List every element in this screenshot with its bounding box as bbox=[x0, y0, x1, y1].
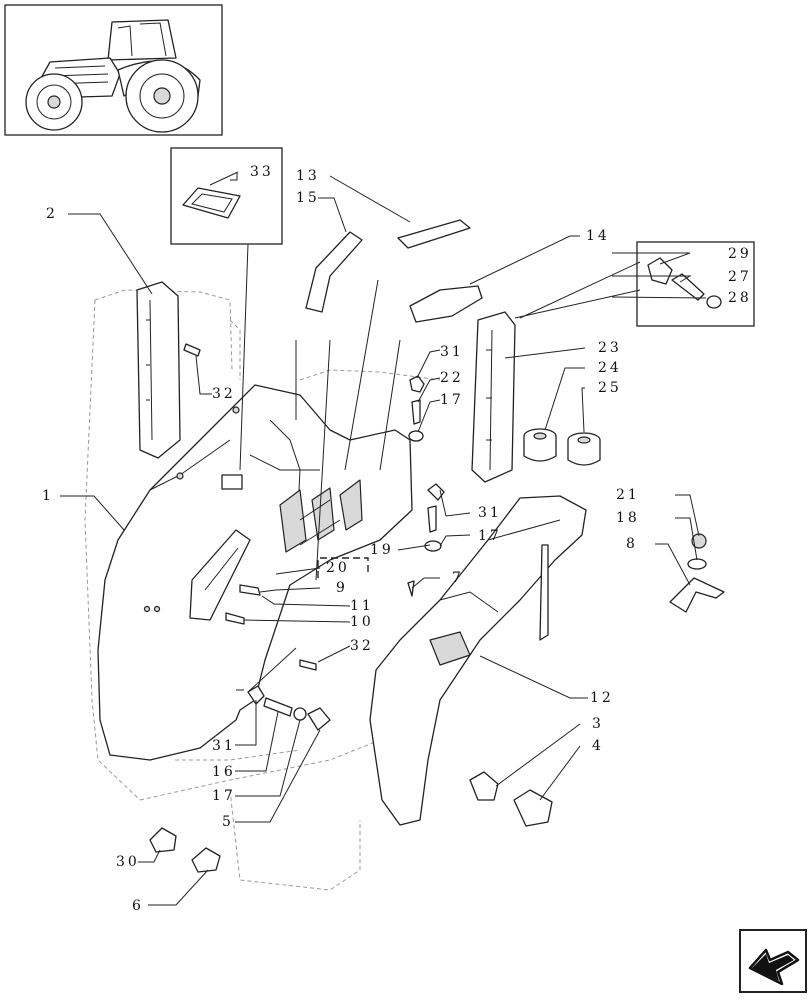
callout-labels: 33 13 15 14 2 29 27 28 23 24 25 31 22 17… bbox=[42, 164, 752, 914]
callout-32-lower: 32 bbox=[350, 638, 374, 654]
part-17-washer-upper bbox=[408, 430, 424, 442]
callout-3: 3 bbox=[592, 716, 604, 732]
callout-16: 16 bbox=[212, 764, 236, 780]
callout-5: 5 bbox=[222, 814, 234, 830]
part-1-main-fender bbox=[97, 384, 413, 761]
callout-2: 2 bbox=[46, 206, 58, 222]
callout-18: 18 bbox=[616, 510, 640, 526]
part-11-screw bbox=[239, 584, 261, 596]
part-2-bracket bbox=[136, 281, 181, 459]
cab-outline-ghost bbox=[84, 289, 441, 891]
callout-24: 24 bbox=[598, 360, 622, 376]
part-6-cap bbox=[191, 847, 221, 873]
tractor-thumbnail bbox=[4, 4, 223, 136]
callout-7: 7 bbox=[452, 570, 464, 586]
callout-32-upper: 32 bbox=[212, 386, 236, 402]
callout-6: 6 bbox=[132, 898, 144, 914]
part-14-cushion bbox=[409, 285, 483, 323]
callout-4: 4 bbox=[592, 738, 604, 754]
part-24-mount bbox=[523, 428, 557, 462]
callout-19: 19 bbox=[370, 542, 394, 558]
part-32-stud-upper bbox=[183, 343, 201, 357]
back-arrow-icon[interactable] bbox=[739, 929, 807, 993]
callout-10: 10 bbox=[350, 614, 374, 630]
part-5-spacer bbox=[307, 707, 331, 731]
part-31-plug-lower bbox=[247, 685, 265, 705]
grouping-dashed-line bbox=[317, 557, 369, 578]
part-31-plug-mid bbox=[427, 483, 445, 501]
callout-22: 22 bbox=[440, 370, 464, 386]
part-22-bolt bbox=[411, 399, 421, 425]
callout-25: 25 bbox=[598, 380, 622, 396]
callout-1: 1 bbox=[42, 488, 54, 504]
callout-20: 20 bbox=[326, 560, 350, 576]
callout-30: 30 bbox=[116, 854, 140, 870]
callout-33: 33 bbox=[250, 164, 274, 180]
callout-31-upper: 31 bbox=[440, 344, 464, 360]
callout-27: 27 bbox=[728, 269, 752, 285]
part-7-clip bbox=[407, 580, 415, 597]
part-32-stud-lower bbox=[299, 659, 317, 671]
part-15-handle bbox=[305, 231, 363, 313]
part-17-washer-lower bbox=[293, 707, 307, 721]
callout-9: 9 bbox=[336, 580, 348, 596]
callout-8: 8 bbox=[626, 536, 638, 552]
part-8-bracket bbox=[669, 577, 725, 613]
callout-31-mid: 31 bbox=[478, 505, 502, 521]
part-10-screw bbox=[225, 612, 245, 625]
callout-11: 11 bbox=[350, 598, 374, 614]
callout-13: 13 bbox=[296, 168, 320, 184]
callout-31-lower: 31 bbox=[212, 738, 236, 754]
part-19-bolt bbox=[427, 505, 437, 533]
part-18-washer bbox=[687, 558, 707, 570]
part-31-plug-upper bbox=[409, 375, 425, 393]
callout-17-lower: 17 bbox=[212, 788, 236, 804]
inset-box-29-27-28 bbox=[636, 241, 755, 327]
leader-lines bbox=[60, 172, 707, 906]
callout-17-mid: 17 bbox=[478, 528, 502, 544]
callout-23: 23 bbox=[598, 340, 622, 356]
callout-28: 28 bbox=[728, 290, 752, 306]
part-23-bracket bbox=[471, 311, 516, 483]
part-16-bolt bbox=[263, 697, 293, 717]
callout-17-upper: 17 bbox=[440, 392, 464, 408]
part-17-washer-mid bbox=[424, 540, 442, 552]
part-4-cap bbox=[513, 789, 553, 827]
callout-21: 21 bbox=[616, 487, 640, 503]
callout-29: 29 bbox=[728, 246, 752, 262]
part-3-grommet bbox=[469, 771, 499, 801]
callout-12: 12 bbox=[590, 690, 614, 706]
part-30-knob bbox=[149, 827, 177, 853]
callout-15: 15 bbox=[296, 190, 320, 206]
part-13-strip bbox=[397, 219, 471, 249]
part-12-right-fender bbox=[369, 495, 587, 826]
inset-box-33 bbox=[170, 147, 283, 245]
callout-14: 14 bbox=[586, 228, 610, 244]
part-25-mount bbox=[567, 432, 601, 466]
